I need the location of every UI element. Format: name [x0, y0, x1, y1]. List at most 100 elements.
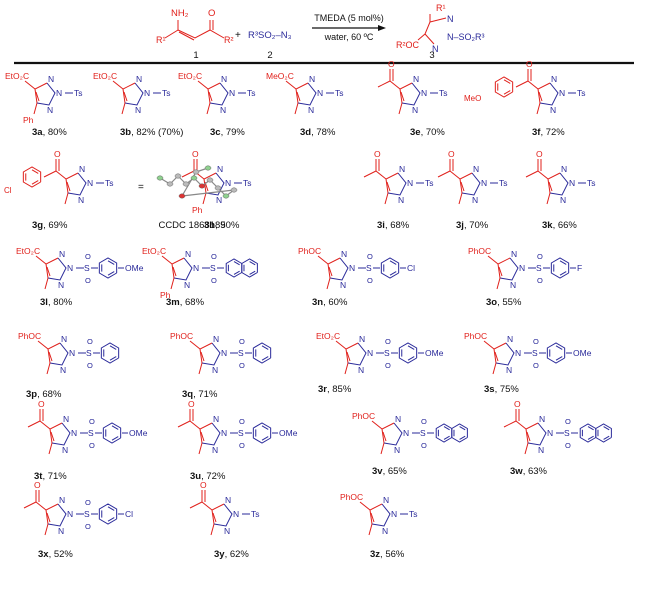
- bond: [55, 170, 67, 180]
- tosyl-label: Ts: [243, 178, 252, 188]
- sulfonyl-oxygen-bottom: O: [87, 361, 93, 370]
- bond: [27, 420, 41, 428]
- tosyl-label: Ts: [439, 88, 448, 98]
- n3-atom: N: [551, 74, 557, 84]
- compound-yield: , 80%: [48, 297, 73, 308]
- carbonyl-oxygen: O: [188, 399, 195, 409]
- compound-caption: 3g, 69%: [32, 220, 68, 231]
- n3-atom: N: [383, 495, 389, 505]
- compound-id: 3s: [484, 384, 495, 395]
- n3-atom: N: [511, 249, 517, 259]
- tosyl-label: Ts: [74, 88, 83, 98]
- product-n2-so2: N–SO₂R³: [447, 32, 485, 42]
- n1-atom: N: [60, 365, 66, 375]
- r1-substituent: Ph: [160, 290, 171, 300]
- mesityl-ring: [252, 342, 272, 364]
- bond: [384, 192, 389, 205]
- xray-atom: [174, 173, 182, 179]
- n3-atom: N: [539, 414, 545, 424]
- n3-atom: N: [413, 74, 419, 84]
- bond: [536, 102, 541, 115]
- sulfur-atom: S: [84, 509, 90, 519]
- sulfonyl-oxygen-top: O: [239, 337, 245, 346]
- compound-caption: 3e, 70%: [410, 127, 445, 138]
- n3-atom: N: [225, 495, 231, 505]
- n1-atom: N: [340, 280, 346, 290]
- compound-id: 3q: [182, 389, 193, 400]
- bond: [170, 277, 175, 290]
- n2-atom: N: [515, 348, 521, 358]
- bond: [524, 442, 529, 455]
- para-substituent: OMe: [129, 428, 148, 438]
- carbonyl-oxygen: O: [200, 480, 207, 490]
- compound-id: 3u: [190, 471, 201, 482]
- bond-chain: [177, 29, 225, 39]
- xray-atom: [230, 187, 238, 193]
- xray-atom: [192, 169, 200, 175]
- compound-id: 3m: [166, 297, 180, 308]
- bond: [368, 523, 373, 536]
- n3-atom: N: [221, 74, 227, 84]
- compound-yield: , 72%: [201, 471, 226, 482]
- compound-id: 3f: [532, 127, 541, 138]
- n3-atom: N: [507, 334, 513, 344]
- carbonyl-oxygen: O: [514, 399, 521, 409]
- xray-atom: [222, 193, 230, 199]
- n3-atom: N: [185, 249, 191, 259]
- triazole-ring: [345, 342, 367, 366]
- n3-atom: N: [359, 334, 365, 344]
- c4-substituent: PhOC: [464, 331, 487, 341]
- sulfonyl-oxygen-top: O: [239, 417, 245, 426]
- c4-substituent: PhOC: [298, 246, 321, 256]
- n1-atom: N: [472, 195, 478, 205]
- bond: [377, 80, 391, 88]
- c4-substituent: EtO₂C: [93, 71, 117, 81]
- compound-yield: , 75%: [495, 384, 520, 395]
- naphthalene-ring-b: [451, 423, 468, 443]
- bond: [178, 31, 195, 41]
- bond: [458, 192, 463, 205]
- triazole-ring: [207, 82, 229, 106]
- carbonyl-oxygen: O: [38, 399, 45, 409]
- c4-substituent: EtO₂C: [316, 331, 340, 341]
- compound-caption: 3s, 75%: [484, 384, 519, 395]
- xray-atom: [204, 165, 212, 171]
- naphthalene-ring-a: [435, 423, 453, 443]
- sulfur-atom: S: [420, 428, 426, 438]
- n2-atom: N: [317, 88, 323, 98]
- sulfonyl-oxygen-top: O: [565, 417, 571, 426]
- carbonyl-oxygen: O: [54, 149, 61, 159]
- sulfur-atom: S: [88, 428, 94, 438]
- n2-atom: N: [87, 178, 93, 188]
- para-substituent: OMe: [279, 428, 298, 438]
- n1-atom: N: [216, 195, 222, 205]
- compound-caption: 3q, 71%: [182, 389, 218, 400]
- n2-atom: N: [407, 178, 413, 188]
- bond: [121, 102, 126, 115]
- compound-id: 3d: [300, 127, 311, 138]
- compound-caption: 3t, 71%: [34, 471, 67, 482]
- compound-id: 3l: [40, 297, 48, 308]
- sulfur-atom: S: [84, 263, 90, 273]
- sulfonyl-oxygen-bottom: O: [533, 361, 539, 370]
- compound-caption: 3b, 82% (70%): [120, 127, 183, 138]
- sulfonyl-oxygen-top: O: [367, 252, 373, 261]
- n3-atom: N: [61, 334, 67, 344]
- sulfonyl-oxygen-bottom: O: [239, 361, 245, 370]
- sulfonyl-oxygen-top: O: [385, 337, 391, 346]
- compound-yield: , 60%: [323, 297, 348, 308]
- bond: [33, 102, 38, 115]
- compound-id: 3t: [34, 471, 43, 482]
- tosyl-label: Ts: [247, 88, 256, 98]
- sulfur-atom: S: [384, 348, 390, 358]
- para-substituent: OMe: [425, 348, 444, 358]
- product-r1-label: R¹: [436, 3, 446, 13]
- tosyl-label: Ts: [577, 88, 586, 98]
